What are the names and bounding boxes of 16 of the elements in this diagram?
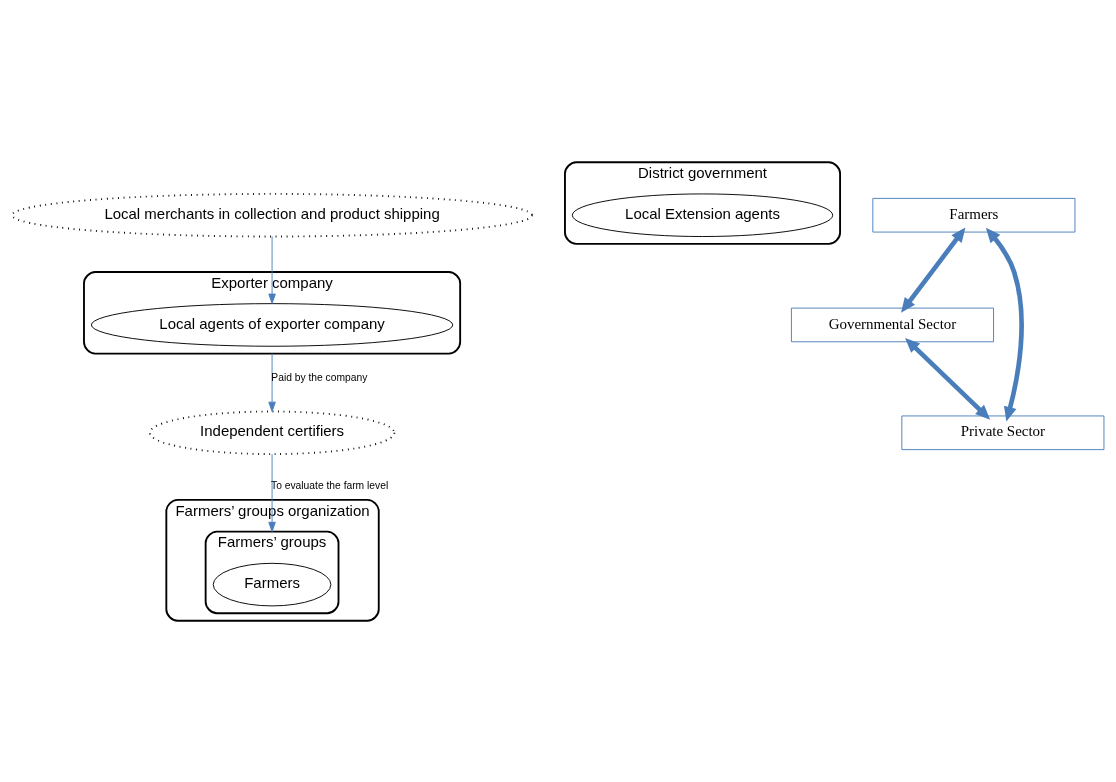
node-box: Private Sector [901,414,1105,450]
edge-label: To evaluate the farm level [271,479,389,491]
arrow [905,337,991,420]
node-ellipse: Independent certifiers [148,410,396,455]
node-box: Governmental Sector [790,307,994,342]
edge-label: Paid by the company [271,371,368,383]
arrow [268,352,276,412]
node-ellipse: Local Extension agents [571,192,834,237]
node-box: Farmers [872,197,1076,233]
node-ellipse: Local agents of exporter company [90,302,454,347]
node-ellipse: Farmers [212,562,332,606]
node-ellipse: Local merchants in collection and product shipping [11,192,533,237]
arrow [268,235,276,304]
arrow [268,453,276,532]
arrow [985,227,1024,422]
arrow [901,226,966,313]
